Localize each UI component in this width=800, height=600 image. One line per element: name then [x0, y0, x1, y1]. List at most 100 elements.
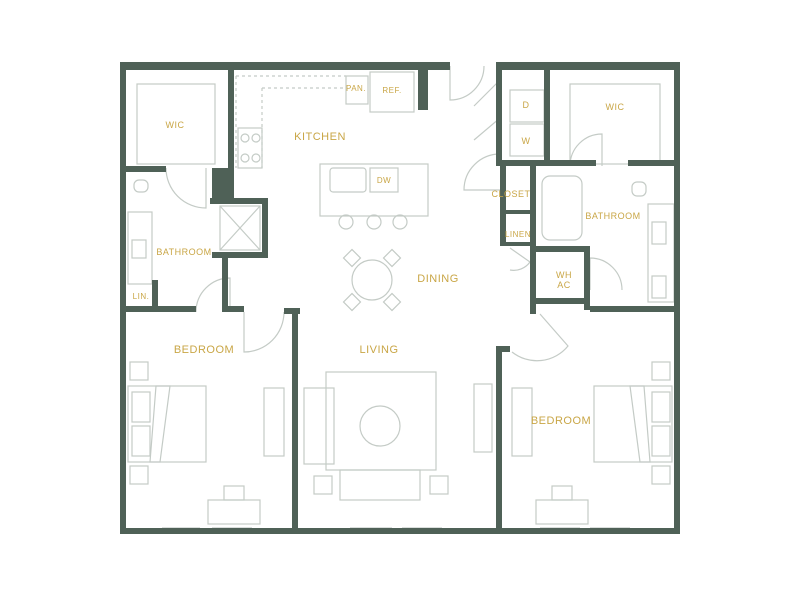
bed-left-fold	[149, 385, 171, 463]
wall	[500, 210, 536, 214]
fixtures	[127, 71, 675, 529]
wall	[496, 346, 502, 534]
wall	[530, 304, 536, 314]
label-linen-closet-left: LIN.	[132, 292, 150, 301]
wall	[530, 166, 536, 298]
stove	[237, 127, 263, 169]
wall	[418, 62, 428, 110]
bar-stool	[366, 214, 382, 230]
dresser-left	[263, 387, 285, 457]
desk-left	[207, 499, 261, 525]
nightstand	[129, 465, 149, 485]
coffee-table	[359, 405, 401, 447]
side-table	[429, 475, 449, 495]
wall-left	[120, 62, 126, 534]
wall	[544, 62, 550, 166]
sofa	[339, 469, 421, 501]
island-dishwasher	[369, 167, 399, 193]
wic-left-outline	[136, 83, 216, 165]
door-swing	[569, 133, 603, 167]
vanity-left	[127, 211, 153, 285]
label-dining: DINING	[417, 273, 459, 285]
label-bedroom-right: BEDROOM	[530, 415, 592, 427]
toilet-right	[631, 181, 647, 197]
wall	[228, 306, 244, 312]
label-living: LIVING	[359, 344, 399, 356]
burner	[240, 153, 250, 163]
wall	[212, 252, 268, 258]
dining-table	[351, 259, 393, 301]
pillow	[651, 391, 671, 423]
dresser-right	[511, 387, 533, 457]
toilet-left	[133, 179, 149, 193]
label-dryer: D	[522, 100, 530, 110]
wall-bottom	[120, 528, 680, 534]
wall	[628, 160, 680, 166]
pillow	[131, 425, 151, 457]
wall	[262, 198, 268, 256]
label-kitchen: KITCHEN	[294, 131, 346, 143]
door-swing	[511, 313, 569, 362]
nightstand	[651, 361, 671, 381]
label-bathroom-right: BATHROOM	[585, 211, 641, 221]
wall	[212, 168, 234, 202]
pantry-outline	[345, 75, 369, 105]
label-closet: CLOSET	[491, 189, 531, 199]
label-linen: LINEN	[504, 230, 532, 239]
tv-console	[473, 383, 493, 453]
label-bathroom-left: BATHROOM	[156, 247, 212, 257]
label-washer: W	[521, 136, 531, 146]
wall	[530, 246, 590, 252]
door-swing	[165, 167, 207, 209]
door-swing	[473, 79, 501, 141]
sink-right	[651, 221, 667, 245]
burner	[251, 133, 261, 143]
door-swings	[165, 65, 623, 362]
wall	[496, 160, 596, 166]
dining-chair	[342, 248, 362, 268]
bed-right-fold	[629, 385, 651, 463]
dining-chair	[382, 292, 402, 312]
bed-right	[593, 385, 673, 463]
island-sink	[329, 167, 367, 193]
wall	[584, 246, 590, 310]
bar-stool	[338, 214, 354, 230]
sink-right	[651, 275, 667, 299]
label-dishwasher: DW	[376, 176, 392, 185]
wall-top	[120, 62, 450, 70]
burner	[251, 153, 261, 163]
living-rug	[325, 371, 437, 471]
wic-right-outline	[569, 83, 661, 165]
dining-chair	[342, 292, 362, 312]
wall	[210, 198, 266, 204]
kitchen-island	[319, 163, 429, 217]
nightstand	[651, 465, 671, 485]
wall	[120, 166, 166, 172]
pillow	[131, 391, 151, 423]
nightstand	[129, 361, 149, 381]
shower-left	[219, 205, 261, 251]
label-wic-left: WIC	[165, 120, 185, 130]
bar-stool	[392, 214, 408, 230]
sink-left	[131, 239, 147, 259]
kitchen-counter	[235, 75, 346, 168]
side-table	[313, 475, 333, 495]
door-swing	[243, 311, 285, 353]
refrigerator-outline	[369, 71, 415, 113]
wall	[496, 62, 502, 166]
label-refrigerator: REF.	[382, 86, 402, 95]
label-pantry: PAN.	[345, 84, 367, 93]
label-wic-right: WIC	[605, 102, 625, 112]
wall	[222, 258, 228, 312]
dining-chair	[382, 248, 402, 268]
wall	[500, 242, 536, 246]
wall-top	[496, 62, 680, 70]
label-ac: AC	[557, 280, 571, 290]
wall	[228, 62, 234, 202]
door-swing	[195, 277, 231, 313]
bathtub-right	[541, 175, 583, 241]
wall	[152, 280, 158, 310]
door-swing	[589, 257, 623, 291]
door-swing	[449, 65, 485, 101]
label-bedroom-left: BEDROOM	[173, 344, 235, 356]
